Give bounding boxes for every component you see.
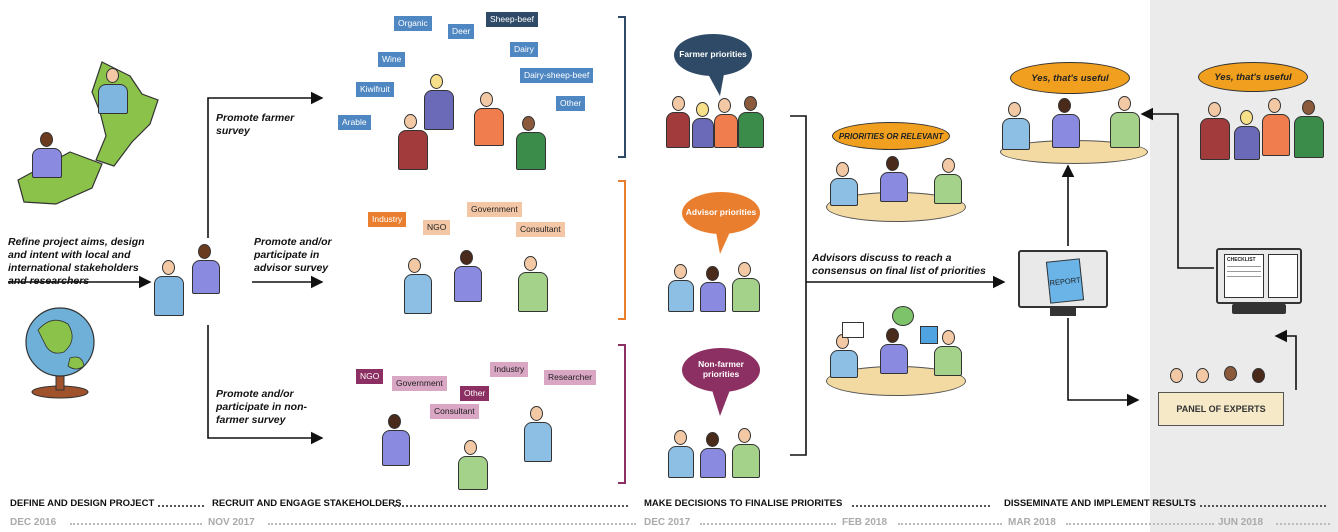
- priorities-relevant-bubble: PRIORITIES OR RELEVANT: [832, 122, 950, 150]
- farmer-tag-sheep-beef: Sheep-beef: [486, 12, 538, 27]
- relevance-meeting-figures: [826, 156, 966, 206]
- panel-label: PANEL OF EXPERTS: [1176, 404, 1266, 414]
- nonfarmer-tag-researcher: Researcher: [544, 370, 596, 385]
- nonfarmer-tag-consultant: Consultant: [430, 404, 479, 419]
- speech-icon-blue: [920, 326, 938, 344]
- phase-decide: MAKE DECISIONS TO FINALISE PRIORITES: [644, 498, 843, 509]
- advisor-priorities-bubble: Advisor priorities: [682, 192, 760, 234]
- nonfarmer-tag-industry: Industry: [490, 362, 529, 377]
- researcher-figures-center: [150, 240, 240, 320]
- yes-useful-bubble-meeting: Yes, that's useful: [1010, 62, 1130, 94]
- nonfarmer-priorities-bubble: Non-farmer priorities: [682, 348, 760, 392]
- advisor-survey-text: Promote and/or participate in advisor su…: [254, 236, 332, 275]
- phase-recruit-dots: [394, 505, 628, 507]
- phase-decide-dots: [852, 505, 990, 507]
- nonfarmer-group-bracket: [618, 344, 626, 484]
- date-dec-2016: DEC 2016: [10, 517, 57, 528]
- useful-meeting-figures: [1000, 96, 1148, 152]
- report-monitor: REPORT: [1018, 250, 1108, 308]
- date-dots-6: [1276, 523, 1330, 525]
- nonfarmer-survey-text: Promote and/or participate in non-farmer…: [216, 388, 308, 427]
- checklist-monitor: CHECKLIST: [1216, 248, 1302, 304]
- panel-of-experts-table: PANEL OF EXPERTS: [1158, 392, 1284, 426]
- phase-define: DEFINE AND DESIGN PROJECT: [10, 498, 155, 509]
- advisors-discuss-text: Advisors discuss to reach a consensus on…: [812, 252, 986, 278]
- farmer-survey-text: Promote farmer survey: [216, 112, 295, 138]
- date-dots-3: [700, 523, 836, 525]
- nonfarmer-tag-other: Other: [460, 386, 490, 401]
- date-dots-5: [1066, 523, 1214, 525]
- farmer-tag-wine: Wine: [378, 52, 406, 67]
- farmer-tag-arable: Arable: [338, 115, 371, 130]
- date-dec-2017: DEC 2017: [644, 517, 691, 528]
- refine-step-text: Refine project aims, design and intent w…: [8, 236, 145, 288]
- checklist-side-panel: [1268, 254, 1298, 298]
- date-dots-2: [268, 523, 636, 525]
- discussion-meeting-figures: [826, 328, 966, 378]
- advisor-tag-consultant: Consultant: [516, 222, 565, 237]
- checklist-monitor-stand: [1232, 304, 1286, 314]
- advisor-tag-industry: Industry: [368, 212, 407, 227]
- nonfarmer-tag-government: Government: [392, 376, 447, 391]
- advisor-group-bracket: [618, 180, 626, 320]
- panel-expert-figures: [1160, 364, 1280, 400]
- phase-define-dots: [158, 505, 204, 507]
- farmer-tag-dairy: Dairy: [510, 42, 538, 57]
- phase-recruit: RECRUIT AND ENGAGE STAKEHOLDERS: [212, 498, 402, 509]
- checklist-document: CHECKLIST: [1224, 254, 1264, 298]
- checklist-label: CHECKLIST: [1227, 257, 1256, 263]
- speech-icon-white: [842, 322, 864, 338]
- farmer-survey-figures: [396, 70, 556, 170]
- farmers-using-results-figures: [1198, 92, 1328, 164]
- farmer-priority-group: [664, 92, 774, 148]
- farmer-tag-deer: Deer: [448, 24, 475, 39]
- stakeholder-figures-map: [30, 60, 160, 210]
- date-mar-2018: MAR 2018: [1008, 517, 1056, 528]
- advisor-tag-government: Government: [467, 202, 522, 217]
- farmer-tag-kiwifruit: Kiwifruit: [356, 82, 394, 97]
- farmer-group-bracket: [618, 16, 626, 158]
- date-dots-1: [70, 523, 202, 525]
- date-jun-2018: JUN 2018: [1218, 517, 1264, 528]
- yes-useful-bubble-farmers: Yes, that's useful: [1198, 62, 1308, 92]
- date-feb-2018: FEB 2018: [842, 517, 888, 528]
- phase-disseminate-dots: [1200, 505, 1326, 507]
- globe-illustration: [25, 307, 95, 399]
- phase-disseminate: DISSEMINATE AND IMPLEMENT RESULTS: [1004, 498, 1196, 509]
- advisor-survey-figures: [404, 250, 554, 320]
- farmer-tag-organic: Organic: [394, 16, 432, 31]
- advisor-priority-group: [668, 258, 768, 312]
- date-dots-4: [898, 523, 1002, 525]
- farmer-tag-other: Other: [556, 96, 586, 111]
- advisor-tag-ngo: NGO: [423, 220, 451, 235]
- nonfarmer-priority-group: [668, 424, 768, 478]
- date-nov-2017: NOV 2017: [208, 517, 255, 528]
- nonfarmer-tag-ngo: NGO: [356, 369, 384, 384]
- nonfarmer-survey-figures: [380, 400, 580, 490]
- speech-icon-green: [892, 306, 914, 326]
- farmer-priorities-bubble: Farmer priorities: [674, 34, 752, 76]
- report-monitor-stand: [1050, 308, 1076, 316]
- farmer-tag-dairy-sheep-beef: Dairy-sheep-beef: [520, 68, 594, 83]
